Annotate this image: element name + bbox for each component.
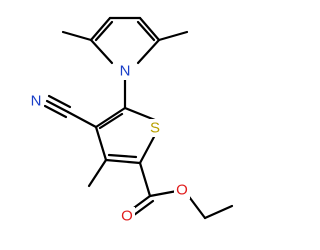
nitrile-triple-c [43, 104, 68, 119]
bond-c3-c2 [104, 158, 142, 165]
bond-c4-c3 [94, 125, 108, 162]
methyl-right-bond [157, 30, 189, 42]
sulfur-text: S [150, 120, 160, 137]
atom-label-pyrrole-n: N [117, 62, 133, 80]
bond-c4a-c5a-double [136, 20, 156, 42]
bond-s-c5 [123, 106, 157, 122]
bond-n-c2a [89, 38, 114, 65]
methyl-left-bond [61, 30, 93, 42]
carbonyl-o-text: O [121, 208, 133, 225]
bond-c2a-c3a-double [94, 20, 114, 42]
methyl-c3-bond [87, 158, 108, 188]
thiophene-ring [94, 106, 157, 165]
pyrrole-ring [89, 16, 161, 65]
bond-c5-c4 [94, 106, 127, 129]
bond-c2-s [138, 133, 157, 165]
nitrile-triple-b [47, 94, 72, 109]
nitrile-single [66, 110, 98, 129]
bond-c2a-c3a [89, 16, 112, 42]
bond-c-o-single [148, 189, 179, 198]
nitrile-group [43, 94, 98, 129]
molecule-svg: N N S O O [28, 16, 234, 225]
bond-c3-c2-double [107, 153, 138, 159]
atom-label-sulfur: S [147, 119, 163, 137]
atom-label-carbonyl-o: O [119, 207, 135, 225]
bond-c5a-n [136, 38, 161, 65]
atom-label-ester-o: O [174, 181, 190, 199]
structure-diagram: N N S O O [28, 16, 234, 225]
bond-ch2-ch3 [203, 204, 234, 220]
bond-c2-carbonyl [138, 161, 152, 198]
atom-label-nitrile-n: N [28, 92, 44, 110]
bond-c-o-double-b [132, 199, 155, 217]
bond-c5-c4-double [98, 112, 124, 130]
ester-o-text: O [176, 182, 188, 199]
pyrrole-n-text: N [120, 63, 131, 80]
bond-c4a-c5a [138, 16, 161, 42]
nitrile-n-text: N [31, 93, 42, 110]
nitrile-triple-a [45, 99, 70, 114]
